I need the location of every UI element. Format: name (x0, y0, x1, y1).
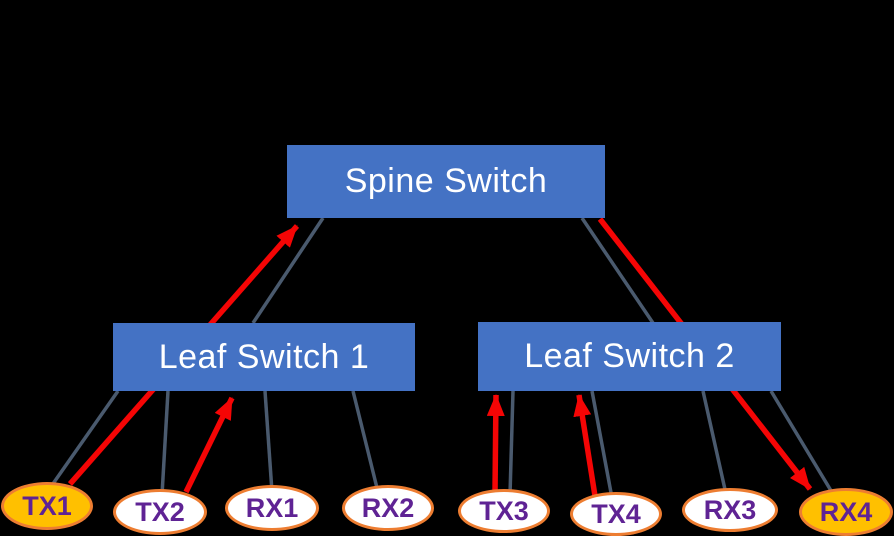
endpoint-rx3: RX3 (682, 488, 778, 532)
endpoint-tx4-label: TX4 (591, 498, 641, 529)
leaf-switch-1-label: Leaf Switch 1 (158, 337, 370, 376)
endpoint-rx2: RX2 (342, 485, 434, 531)
link-spine-leaf2 (580, 217, 655, 324)
endpoint-rx4-label: RX4 (819, 496, 873, 527)
leaf-switch-1-node: Leaf Switch 1 (113, 323, 415, 391)
flow-tx2-to-leaf1 (183, 396, 235, 494)
endpoint-rx1: RX1 (225, 485, 319, 531)
endpoint-rx4: RX4 (799, 488, 893, 536)
leaf-switch-2-label: Leaf Switch 2 (524, 337, 735, 375)
spine-switch-node: Spine Switch (287, 145, 605, 218)
link-leaf2-rx4 (769, 390, 835, 495)
link-leaf2-rx3 (701, 390, 728, 495)
link-leaf1-rx1 (263, 390, 274, 493)
spine-switch-label: Spine Switch (344, 162, 548, 200)
endpoint-tx2-label: TX2 (135, 496, 185, 527)
endpoint-rx1-label: RX1 (245, 492, 299, 523)
link-leaf2-tx4 (590, 390, 614, 499)
endpoint-rx2-label: RX2 (361, 492, 415, 523)
endpoint-tx2: TX2 (113, 489, 207, 535)
endpoint-rx3-label: RX3 (703, 494, 757, 525)
flow-tx4-to-leaf2 (573, 394, 598, 497)
endpoint-tx4: TX4 (570, 492, 662, 536)
flow-tx3-to-leaf2 (486, 394, 505, 493)
link-leaf2-tx3 (508, 390, 515, 496)
link-leaf1-tx1 (48, 389, 120, 490)
endpoint-tx3-label: TX3 (479, 495, 529, 526)
endpoint-tx1-label: TX1 (22, 490, 72, 521)
leaf-switch-2-node: Leaf Switch 2 (478, 322, 781, 391)
endpoint-tx1: TX1 (1, 482, 93, 530)
link-leaf1-rx2 (351, 390, 380, 493)
link-spine-leaf1 (251, 217, 325, 324)
link-leaf1-tx2 (160, 390, 170, 496)
endpoint-tx3: TX3 (458, 489, 550, 533)
